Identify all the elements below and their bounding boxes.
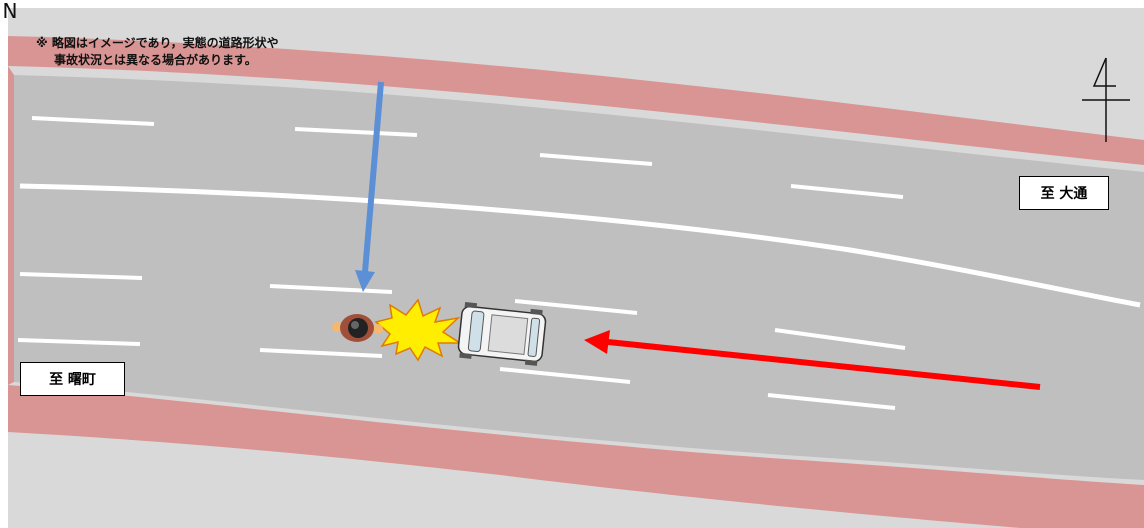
lane-dash: [294, 127, 418, 137]
note-line-2: 事故状況とは異なる場合があります。: [54, 53, 257, 67]
lane-dash: [19, 272, 143, 280]
road-surface: [14, 75, 1144, 480]
car-top-view-icon: [457, 301, 547, 366]
lane-dash: [514, 299, 638, 315]
lane-dash: [499, 367, 631, 384]
svg-text:N: N: [3, 0, 18, 22]
direction-label-east: 至 大通: [1019, 176, 1109, 210]
lane-dash: [259, 348, 383, 358]
pedestrian-path-arrow: [355, 81, 384, 292]
note-line-1: 略図はイメージであり，実態の道路形状や: [51, 36, 279, 50]
vehicle-path-arrow: [584, 330, 1041, 390]
lane-dash: [269, 284, 393, 294]
lane-dash: [17, 338, 141, 346]
lane-dash: [790, 184, 904, 199]
lane-markings: [17, 116, 906, 410]
north-arrow-icon: [1082, 57, 1130, 142]
north-letter: N: [3, 0, 18, 22]
lane-dash: [31, 116, 155, 126]
sidewalk-south: [8, 385, 1144, 528]
disclaimer-note: ※ 略図はイメージであり，実態の道路形状や事故状況とは異なる場合があります。: [36, 35, 279, 69]
ground-north: [8, 8, 1144, 140]
direction-label-west: 至 曙町: [20, 362, 125, 396]
lane-dash: [539, 153, 653, 166]
center-line: [19, 183, 1141, 308]
lane-dash: [774, 328, 906, 350]
lane-dash: [767, 393, 896, 410]
pedestrian-top-view-icon: [332, 314, 383, 342]
note-mark: ※: [36, 36, 48, 50]
sidewalk-west-edge: [8, 66, 14, 385]
